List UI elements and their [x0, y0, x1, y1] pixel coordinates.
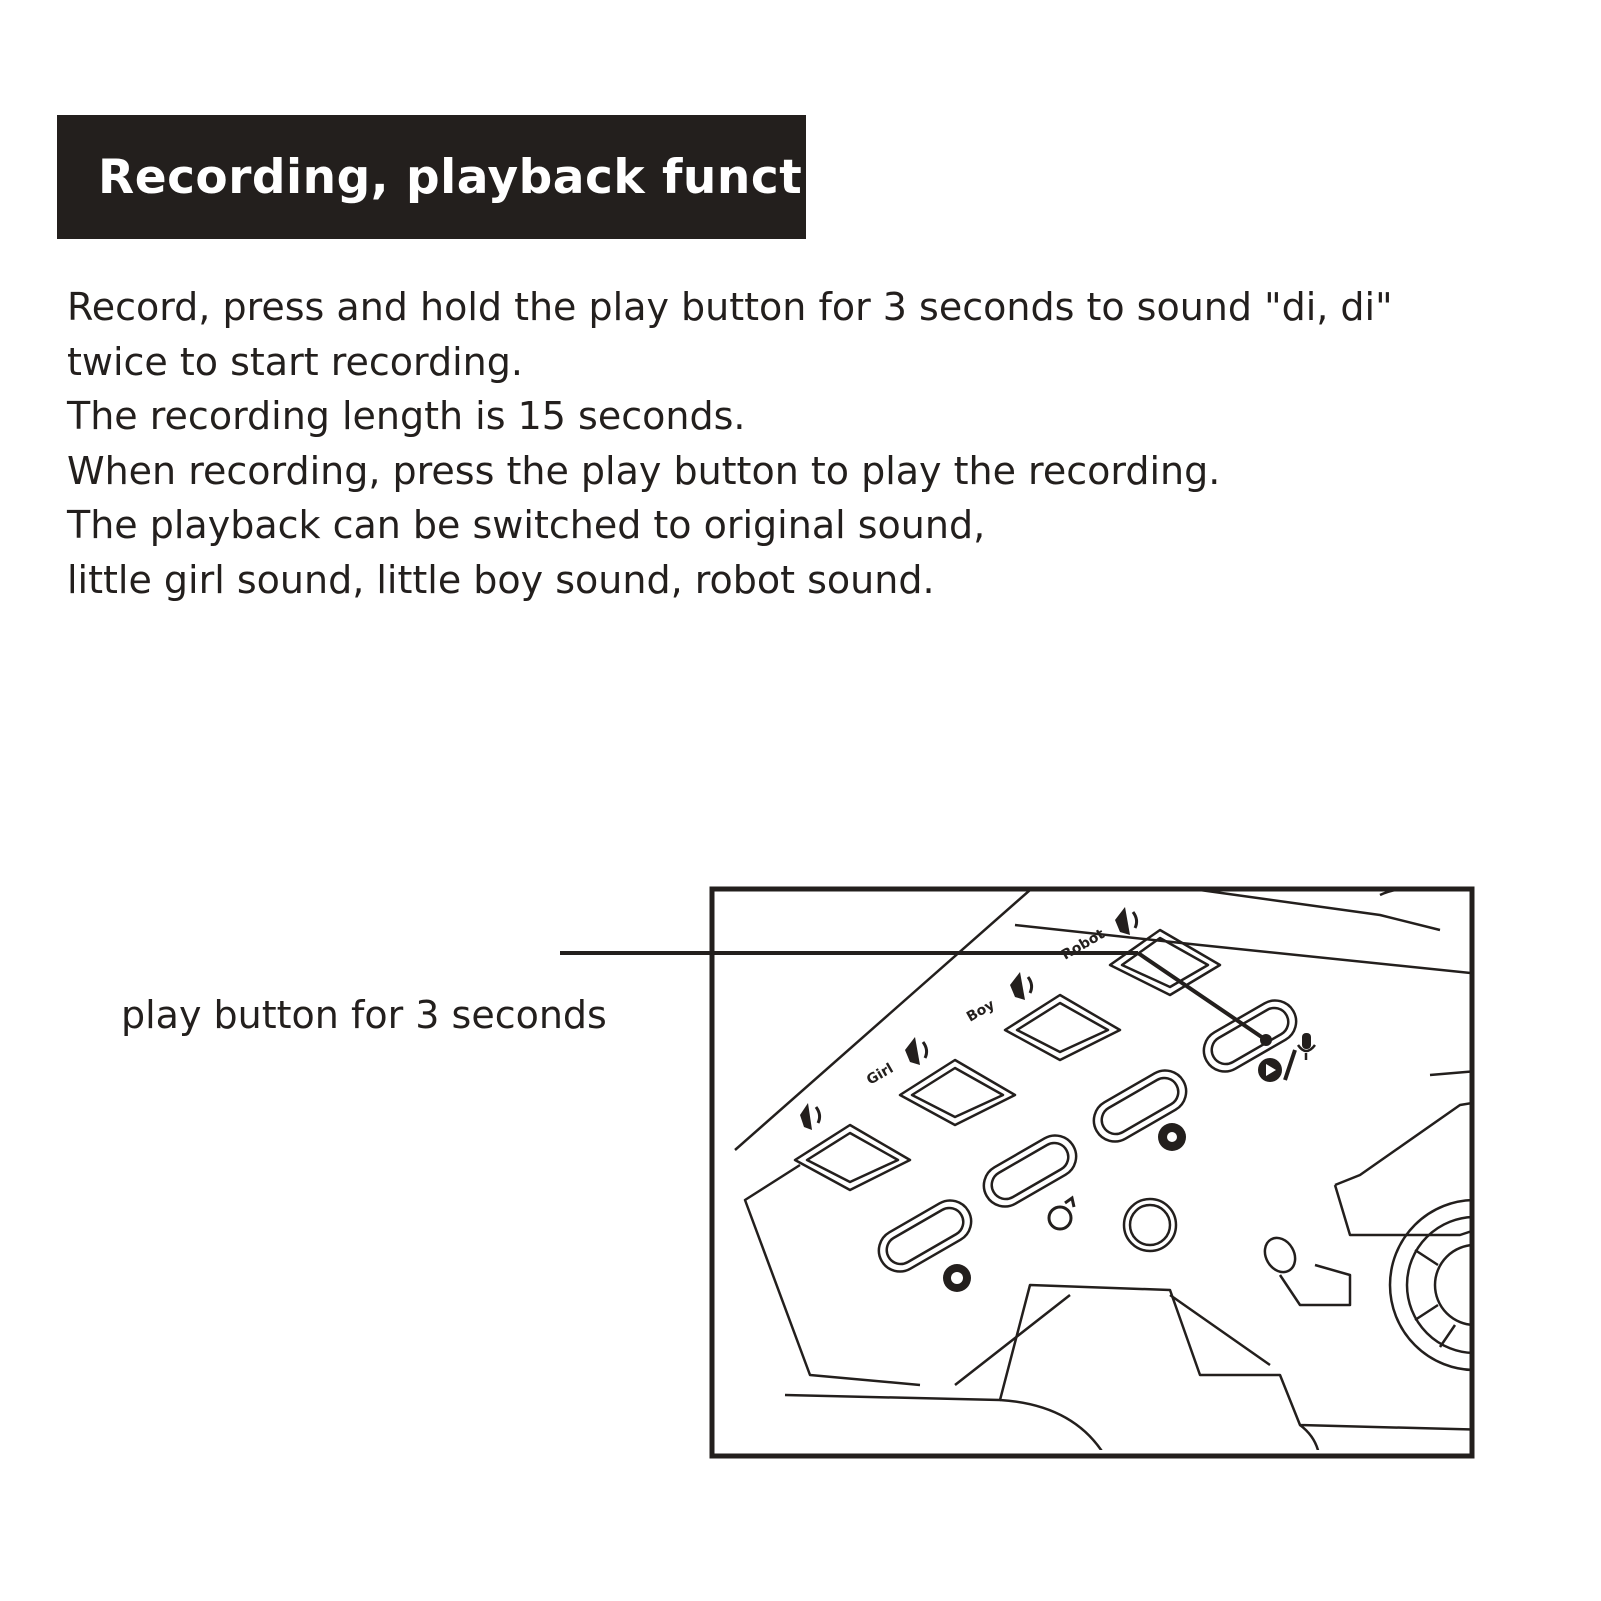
speaker-icon [1115, 907, 1139, 935]
speaker-icon [905, 1037, 929, 1065]
round-button-inner [1128, 1203, 1172, 1247]
panel-corner [1379, 890, 1473, 897]
speaker-icon [800, 1103, 822, 1130]
control-panel-diagram: Girl Boy Robot [560, 886, 1475, 1459]
page-title: Recording, playback function [98, 149, 886, 205]
instruction-line: twice to start recording. [67, 339, 523, 384]
music-note-icon [1047, 1195, 1076, 1231]
music-disc-icon [1158, 1123, 1186, 1151]
speaker-icon [1010, 972, 1034, 1000]
instruction-line: When recording, press the play button to… [67, 448, 1221, 493]
stick-knob [1263, 1236, 1297, 1274]
panel-bottom [784, 1283, 1473, 1431]
callout-label: play button for 3 seconds [121, 993, 607, 1037]
panel-edge [734, 890, 1031, 1151]
panel-left-ridge [743, 1163, 921, 1387]
boy-label: Boy [964, 997, 997, 1026]
instructions: Record, press and hold the play button f… [67, 280, 1547, 607]
disc-button[interactable] [1086, 1063, 1194, 1149]
girl-label: Girl [864, 1061, 896, 1089]
instruction-line: The recording length is 15 seconds. [67, 394, 746, 438]
panel-foot-left [999, 1398, 1103, 1450]
wheel-spokes [1414, 1248, 1457, 1348]
leader-pointer [1136, 951, 1268, 1042]
side-housing [1333, 1070, 1473, 1237]
wheel-mid [1405, 1215, 1473, 1355]
instruction-line: Record, press and hold the play button f… [67, 285, 1393, 329]
panel-top-right [1199, 890, 1441, 932]
stick-shaft [1278, 1263, 1352, 1307]
microphone-icon [1296, 1033, 1316, 1060]
title-bar: Recording, playback function [57, 115, 885, 239]
power-icon [943, 1264, 971, 1292]
instruction-line: little girl sound, little boy sound, rob… [67, 557, 935, 602]
robot-sound-button[interactable] [1108, 928, 1222, 997]
panel-foot-right [1299, 1424, 1320, 1450]
wheel-outer [1388, 1198, 1473, 1372]
play-record-button[interactable] [1196, 993, 1304, 1079]
wheel-inner [1433, 1243, 1473, 1327]
panel-bottom-inner [954, 1293, 1271, 1386]
leader-dot [1260, 1034, 1272, 1046]
original-sound-button[interactable] [793, 1123, 912, 1192]
play-icon [1258, 1049, 1297, 1082]
girl-sound-button[interactable] [898, 1058, 1017, 1127]
boy-sound-button[interactable] [1003, 993, 1122, 1062]
music-button[interactable] [976, 1128, 1084, 1214]
instruction-line: The playback can be switched to original… [67, 503, 986, 547]
power-button[interactable] [871, 1193, 979, 1279]
diagram-frame [709, 886, 1475, 1459]
panel-edge-inner [1014, 923, 1473, 975]
round-button[interactable] [1122, 1197, 1178, 1253]
